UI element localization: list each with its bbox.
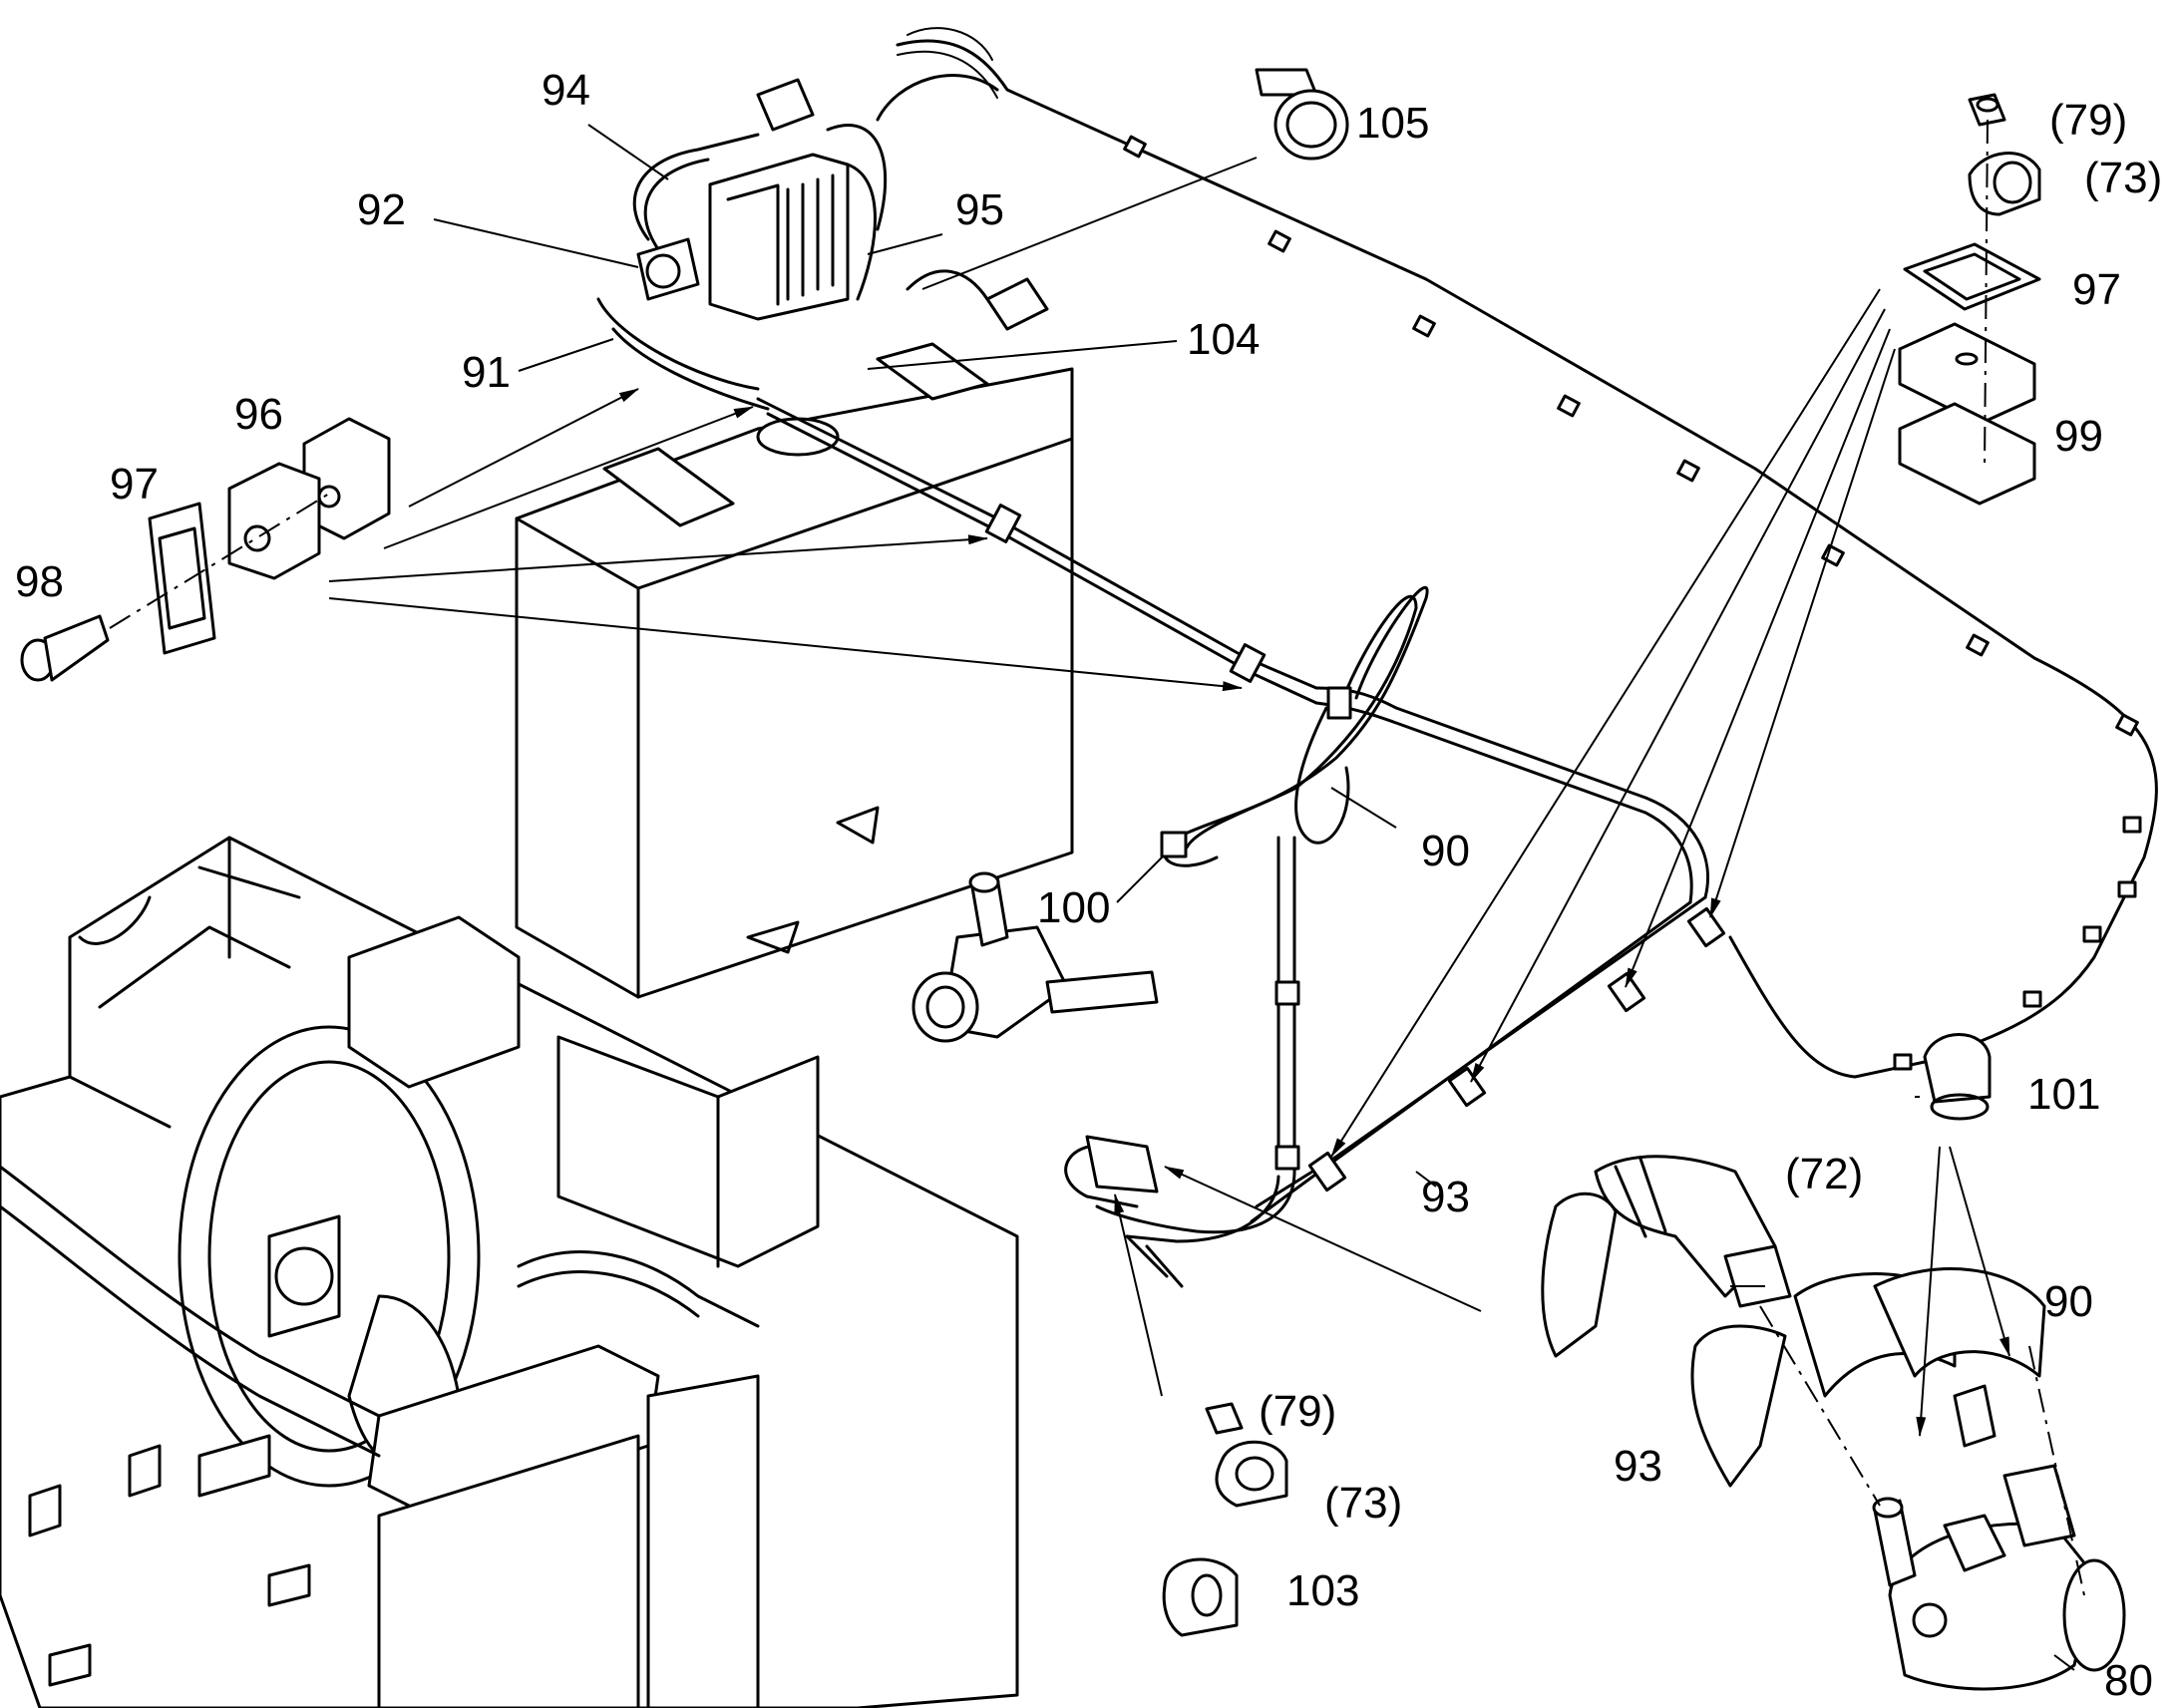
- part-105-cable-tie: [1255, 68, 1349, 161]
- part-labels: 94 92 95 91 105 104 96 97 98 (79) (73) 9…: [15, 66, 2162, 1705]
- part-98-bolt: [20, 493, 330, 682]
- label-92: 92: [357, 185, 406, 234]
- part-99-block-upper: [1898, 322, 2036, 506]
- label-90-lower: 90: [2044, 1277, 2093, 1326]
- engine-frame: [0, 836, 1019, 1708]
- label-97-left: 97: [110, 460, 159, 509]
- centerline-upper-right: [1984, 119, 1989, 470]
- clip-set-bundle: [984, 504, 1726, 1193]
- part-101-clamp: [1923, 1033, 1992, 1121]
- leader-lines: [433, 124, 2085, 1671]
- label-101: 101: [2027, 1070, 2100, 1119]
- part-72-elbow: [1541, 1155, 1792, 1358]
- fuel-tank: [515, 342, 1074, 999]
- part-97-plate-upper: [1903, 242, 2041, 311]
- label-105: 105: [1356, 99, 1429, 148]
- clip-set-upper: [1123, 135, 2142, 1071]
- label-100: 100: [1037, 883, 1110, 932]
- label-73-lower: (73): [1324, 1479, 1402, 1528]
- label-72: (72): [1785, 1150, 1863, 1198]
- label-80: 80: [2104, 1656, 2153, 1705]
- part-79-nut-lower: [1205, 1402, 1244, 1435]
- part-96-block: [227, 417, 391, 580]
- part-97-plate-left: [148, 502, 216, 655]
- label-99: 99: [2054, 412, 2103, 461]
- label-93-main: 93: [1421, 1173, 1470, 1221]
- part-73-clamp-upper: [1968, 152, 2041, 216]
- heater-control-unit: [596, 74, 1049, 457]
- label-97-upper: 97: [2072, 265, 2121, 314]
- label-79-upper: (79): [2049, 96, 2127, 145]
- label-103: 103: [1286, 1566, 1359, 1615]
- label-79-lower: (79): [1259, 1387, 1336, 1436]
- label-91: 91: [462, 348, 511, 397]
- thin-line-upper: [896, 27, 2158, 1079]
- part-100-coupling: [911, 871, 1159, 1043]
- label-95: 95: [955, 185, 1004, 234]
- label-73-upper: (73): [2084, 154, 2162, 202]
- part-79-nut-upper: [1968, 93, 2006, 127]
- hose-segments-lower-right: [1690, 1267, 2046, 1488]
- label-93-lower: 93: [1614, 1442, 1662, 1491]
- part-73-clamp-lower: [1215, 1440, 1288, 1508]
- part-80-valve: [1872, 1384, 2126, 1691]
- part-103-grommet: [1162, 1557, 1239, 1637]
- label-96: 96: [234, 390, 283, 439]
- label-94: 94: [542, 66, 590, 115]
- label-98: 98: [15, 557, 64, 606]
- direction-arrows: [328, 288, 2010, 1437]
- label-104: 104: [1187, 315, 1260, 364]
- label-90-main: 90: [1421, 827, 1470, 875]
